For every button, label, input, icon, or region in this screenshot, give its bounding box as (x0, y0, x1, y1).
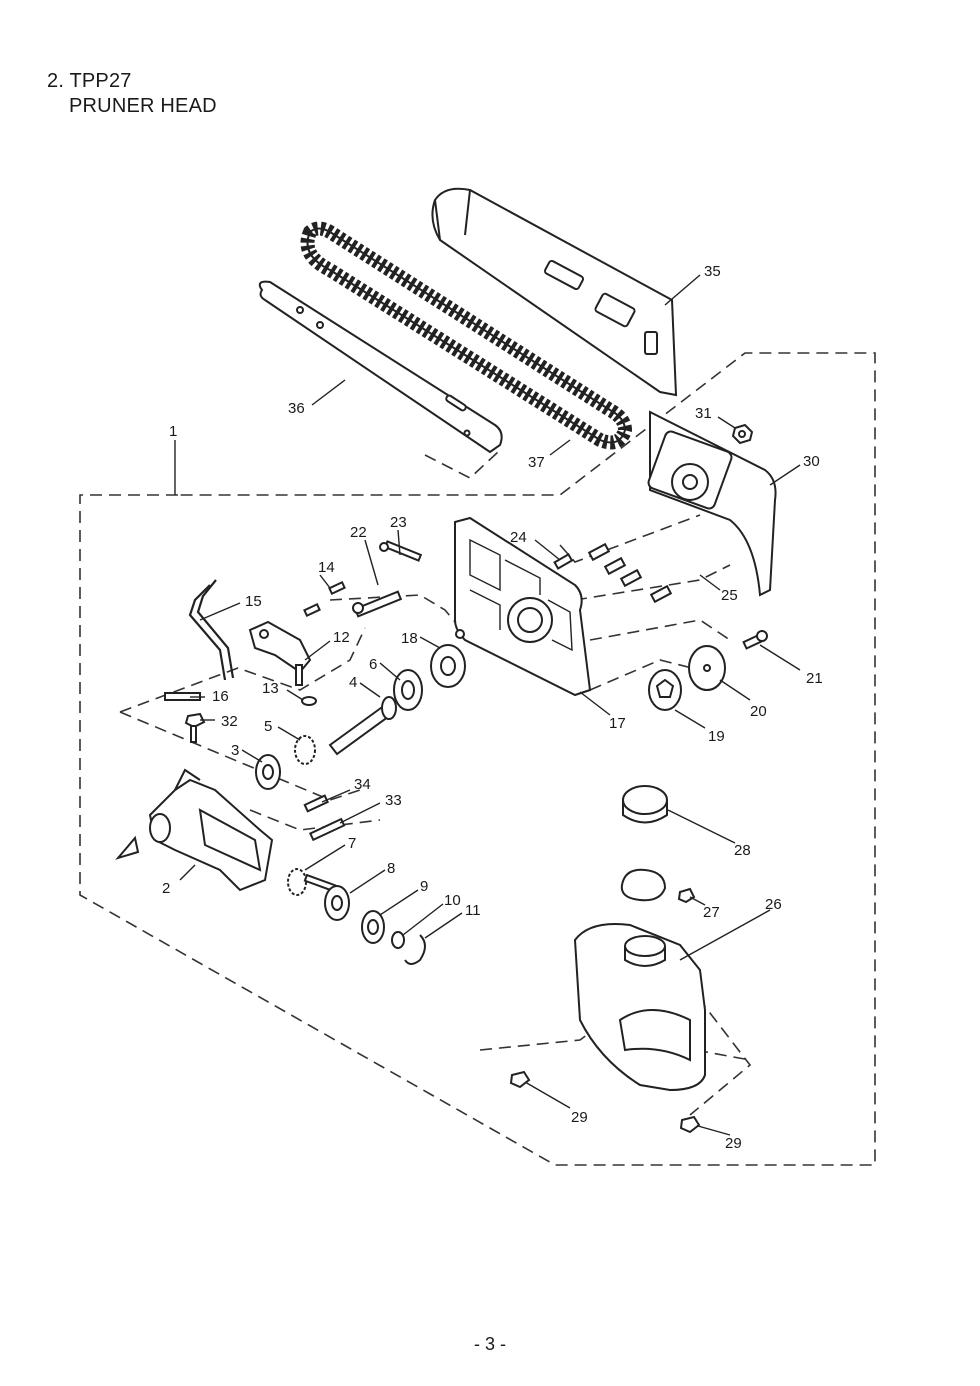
long-bolt-part (352, 590, 403, 618)
callout-12: 12 (333, 629, 350, 646)
section-subtitle: PRUNER HEAD (69, 95, 217, 117)
callout-13: 13 (262, 680, 279, 697)
callout-3: 3 (231, 742, 239, 759)
lever-rod-part (188, 579, 235, 681)
callout-29a: 29 (571, 1109, 588, 1126)
gasket-part (620, 868, 667, 902)
callout-15: 15 (245, 593, 262, 610)
screw-set-part (553, 542, 673, 604)
callout-5: 5 (264, 718, 272, 735)
callout-32: 32 (221, 713, 238, 730)
tank-screws-part (509, 887, 701, 1134)
leader-lines (174, 274, 801, 1136)
callout-14: 14 (318, 559, 335, 576)
callout-20: 20 (750, 703, 767, 720)
bearing-8-part (324, 885, 350, 921)
callout-17: 17 (609, 715, 626, 732)
shaft-4-part (328, 696, 397, 756)
callout-8: 8 (387, 860, 395, 877)
gear-case-part (115, 768, 274, 892)
sprocket-bolt-part (742, 630, 768, 650)
callout-7: 7 (348, 835, 356, 852)
oil-tank-part (573, 923, 706, 1092)
lever-bracket-part (248, 620, 312, 686)
callout-4: 4 (349, 674, 357, 691)
callout-27: 27 (703, 904, 720, 921)
callout-23: 23 (390, 514, 407, 531)
guide-bar-cover-part (431, 187, 678, 397)
callout-22: 22 (350, 524, 367, 541)
bearing-3-part (255, 754, 281, 790)
callout-36: 36 (288, 400, 305, 417)
callout-30: 30 (803, 453, 820, 470)
callout-37: 37 (528, 454, 545, 471)
guide-bar-part (258, 280, 503, 454)
callout-11: 11 (465, 902, 481, 919)
page-number: - 3 - (473, 1334, 506, 1354)
case-screws-part (303, 794, 346, 842)
ring-10-part (391, 931, 405, 949)
callout-26: 26 (765, 896, 782, 913)
threaded-bolt-part (379, 540, 423, 562)
callout-31: 31 (695, 405, 712, 422)
callout-1: 1 (169, 423, 177, 440)
section-heading: 2. TPP27 (47, 70, 132, 92)
bearing-18-part (430, 644, 466, 688)
oil-cap-part (622, 785, 668, 824)
callout-29b: 29 (725, 1135, 742, 1152)
assembly-boundary (79, 352, 876, 1166)
washer-part (688, 645, 726, 691)
diagram-title: 2. TPP27 PRUNER HEAD (47, 69, 217, 119)
callout-19: 19 (708, 728, 725, 745)
sprocket-cover-part (647, 410, 777, 597)
callout-24: 24 (510, 529, 527, 546)
gear-7-part (287, 868, 337, 896)
callout-21: 21 (806, 670, 823, 687)
snap-ring-11-part (404, 934, 426, 965)
callout-18: 18 (401, 630, 418, 647)
cover-nut-part (731, 423, 754, 445)
sprocket-part (648, 669, 682, 711)
callout-9: 9 (420, 878, 428, 895)
small-screws-part (301, 580, 346, 706)
bolt-32-part (184, 712, 206, 743)
callout-25: 25 (721, 587, 738, 604)
gear-case-plate-part (454, 516, 592, 697)
spacer-9-part (361, 910, 385, 944)
callout-labels: 1 2 3 4 5 6 7 8 9 10 11 12 13 14 15 16 1… (162, 263, 823, 1152)
saw-chain-part (300, 221, 633, 450)
callout-16: 16 (212, 688, 229, 705)
callout-35: 35 (704, 263, 721, 280)
callout-28: 28 (734, 842, 751, 859)
callout-10: 10 (444, 892, 461, 909)
callout-34: 34 (354, 776, 371, 793)
callout-33: 33 (385, 792, 402, 809)
bearing-6-part (393, 669, 423, 711)
callout-2: 2 (162, 880, 170, 897)
callout-6: 6 (369, 656, 377, 673)
gear-5-part (294, 735, 316, 765)
